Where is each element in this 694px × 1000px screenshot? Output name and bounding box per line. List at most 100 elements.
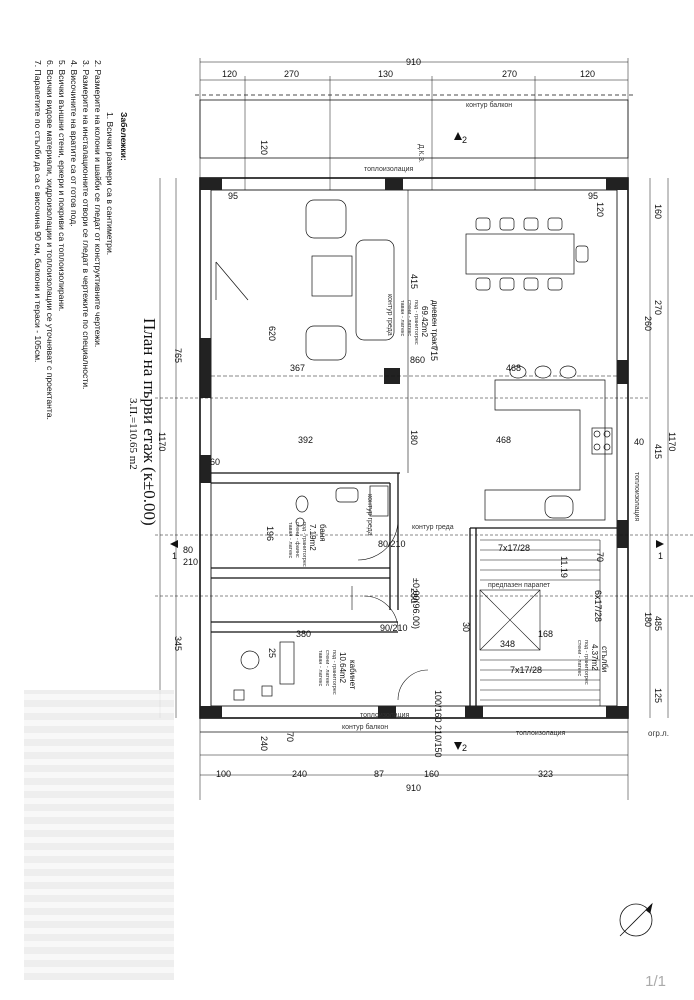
note-item: 1. Всички размери са в сантиметри. [105, 112, 115, 256]
dim-inner: 168 [538, 629, 554, 639]
room-study-finish: стени - латекс [324, 650, 330, 687]
note-item: 6. Всички видове материали, хидроизолаци… [45, 60, 55, 420]
dim-right-part: 415 [653, 444, 663, 460]
room-stair-name: стълби [600, 646, 609, 673]
dim-bottom-part: 323 [538, 769, 554, 779]
living-furniture [215, 199, 395, 361]
level-mark: ±0.00(96.00) [411, 578, 421, 629]
beam-contour-label: контур греда [412, 524, 454, 531]
dim-inner: 240 [259, 736, 269, 752]
dim-left-total: 1170 [157, 432, 167, 452]
stair-run-label: 6x17/28 [593, 590, 603, 623]
dim-inner: 468 [496, 435, 512, 445]
room-study-name: кабинет [348, 660, 357, 690]
dim-inner: 392 [298, 435, 314, 445]
stair-run-label: 7x17/28 [510, 665, 543, 675]
room-living-area: 69.42m2 [420, 306, 429, 338]
dim-inner: 70 [285, 732, 295, 743]
note-item: 4. Височините на вратите са от готов под… [69, 60, 79, 227]
dim-inner: 60 [210, 457, 221, 467]
room-stair-finish: стени - латекс [576, 640, 582, 677]
dim-bottom-part: 100 [216, 769, 232, 779]
balcony-contours [195, 94, 633, 733]
insulation-label: топлоизолация [516, 730, 566, 737]
interior-walls [211, 190, 617, 706]
dim-inner: 70 [595, 552, 605, 563]
dim-inner: 715 [429, 346, 439, 362]
dim-top-part: 270 [502, 69, 518, 79]
parapet-label: предпазен парапет [488, 582, 551, 589]
dimension-lines [155, 58, 694, 800]
dim-inner: 95 [228, 191, 239, 201]
plan-title: План на първи етаж (к±0.00) [140, 318, 159, 526]
note-item: 7. Парапетите по стълби да са с височина… [33, 60, 43, 363]
dim-right-part: 160 [653, 204, 663, 220]
room-bath-finish: таван - латекс [287, 522, 293, 559]
dim-inner: 620 [267, 326, 277, 342]
dining-set [465, 217, 589, 291]
dim-inner: 120 [595, 202, 605, 218]
boundary-label: огр.л. [648, 729, 669, 738]
study-furniture [233, 641, 295, 701]
room-bath-finish: стени - фаянс [294, 522, 300, 558]
dim-right-part: 270 [653, 300, 663, 316]
dim-inner: 415 [409, 274, 419, 290]
dim-inner: 180 [409, 430, 419, 446]
note-item: 5. Всички външни стени, еркери и покриви… [57, 60, 67, 312]
door-study-size: 90/210 [380, 623, 408, 633]
dim-inner: 367 [290, 363, 306, 373]
room-living-finish: стени - латекс [406, 300, 412, 337]
dim-inner: 11.19 [559, 556, 569, 578]
dim-inner: 380 [296, 629, 312, 639]
dim-right-part: 485 [653, 616, 663, 632]
balcony-contour-label: контур балкон [342, 724, 389, 731]
stair-run-label: 7x17/28 [498, 543, 531, 553]
note-item: 3. Размерите на инсталационните отвори с… [81, 60, 91, 390]
notes-heading: Забележки: [119, 112, 129, 161]
dim-right-part: 125 [653, 688, 663, 704]
room-study-finish: таван - латекс [317, 650, 323, 687]
dim-bottom-part: 160 [424, 769, 440, 779]
kitchen-counter [484, 379, 613, 521]
dim-inner: 196 [265, 526, 275, 542]
insulation-label: топлоизолация [360, 712, 410, 719]
dim-inner: 348 [500, 639, 516, 649]
bar-stools [509, 365, 577, 379]
dim-inner: 40 [634, 437, 645, 447]
section-label: 2 [462, 135, 468, 145]
dim-top-part: 120 [222, 69, 238, 79]
dim-inner: 25 [267, 648, 277, 659]
room-study-area: 10.64m2 [338, 652, 347, 684]
room-living-finish: под - гранитогрес [413, 300, 419, 345]
room-living-name: дневен тракт [430, 300, 439, 349]
dim-top-total: 910 [406, 57, 422, 67]
dim-right-part: 260 [643, 316, 653, 332]
dim-inner: 80 [183, 545, 194, 555]
room-stair-finish: под - гранитогрес [583, 640, 589, 685]
dim-inner: 120 [259, 140, 269, 156]
dim-inner: 468 [506, 363, 522, 373]
room-study-finish: под - гранитогрес [331, 650, 337, 695]
dim-right-part: 180 [643, 612, 653, 628]
beam-contour-label: контур греда [366, 494, 373, 536]
north-arrow [619, 902, 653, 937]
door-bath-size: 80/210 [378, 539, 406, 549]
room-stair-area: 4.37m2 [590, 644, 599, 671]
room-bath-name: баня [318, 524, 327, 542]
bath-fixtures [295, 485, 389, 527]
section-markers [170, 132, 664, 750]
door-entry-size: 100/160 210/150 [433, 690, 443, 758]
dim-top-part: 270 [284, 69, 300, 79]
balcony-contour-label: контур балкон [466, 102, 513, 109]
plan-area: З.П.=110.65 m2 [127, 398, 139, 470]
dim-left-part: 765 [173, 348, 183, 364]
dim-inner: 30 [461, 622, 471, 633]
section-label: 1 [658, 551, 664, 561]
dim-bottom-total: 910 [406, 783, 422, 793]
dim-inner: 860 [410, 355, 426, 365]
room-living-finish: таван - латекс [399, 300, 405, 337]
section-label: 2 [462, 743, 468, 753]
dim-bottom-part: 87 [374, 769, 385, 779]
